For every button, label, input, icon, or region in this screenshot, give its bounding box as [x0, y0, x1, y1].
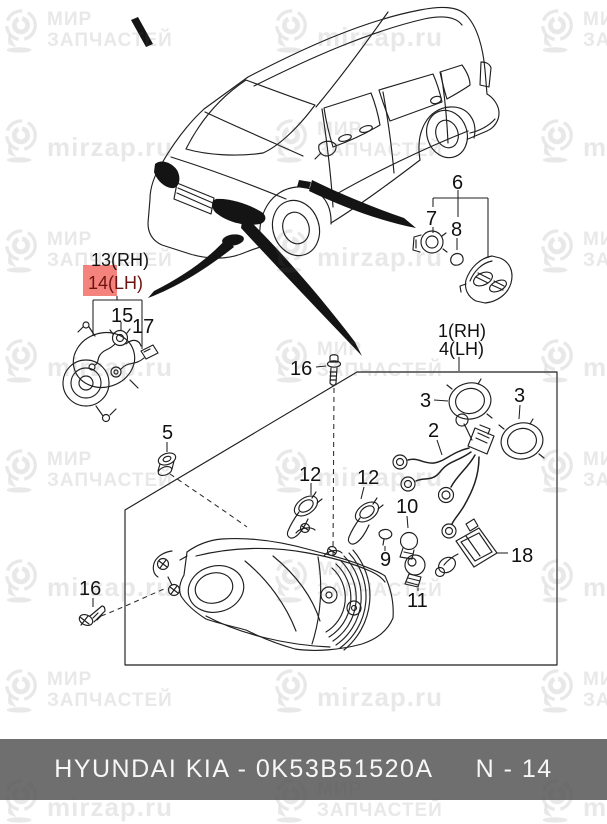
marker-bulb-drawing: [450, 252, 464, 266]
bolt-lower-drawing: [78, 605, 106, 626]
antenna-icon: [131, 17, 153, 47]
harness-drawing: [392, 413, 495, 539]
part-callout-7: 7: [426, 208, 437, 230]
bulb-11-drawing: [404, 554, 426, 588]
part-callout-12-left: 12: [299, 464, 321, 486]
part-callout-13-rh: 13(RH): [91, 250, 149, 270]
retainer-ring-left-drawing: [446, 378, 493, 420]
arrow-fog-lamp: [148, 238, 234, 298]
part-callout-3-left: 3: [420, 390, 431, 412]
part-callout-2: 2: [428, 420, 439, 442]
retainer-ring-right-drawing: [498, 418, 545, 460]
pointer-arrows: [148, 180, 416, 356]
arrow-headlamp: [241, 214, 362, 356]
fog-lamp-assembly-drawing: [62, 321, 142, 423]
bulb-10-drawing: [399, 531, 419, 560]
dashed-clip-5: [169, 473, 248, 528]
part-callout-5: 5: [162, 422, 173, 444]
part-callout-12-right: 12: [357, 467, 379, 489]
catalog-page: 13(RH) 14(LH) 15 17 5 16 16 6 7 8 1(RH) …: [0, 6, 607, 823]
part-callout-3-right: 3: [514, 385, 525, 407]
parts-diagram: 13(RH) 14(LH) 15 17 5 16 16 6 7 8 1(RH) …: [62, 6, 558, 666]
part-callout-1-rh: 1(RH): [438, 321, 486, 341]
part-callout-11: 11: [407, 590, 428, 612]
part-callout-6: 6: [452, 172, 463, 194]
marker-socket-drawing: [412, 230, 448, 254]
bolt-upper-drawing: [326, 354, 342, 386]
clip-5-drawing: [157, 452, 177, 477]
part-callout-16-lower: 16: [79, 578, 101, 600]
arrow-side-marker: [309, 180, 416, 228]
dashed-bolt-upper: [332, 387, 335, 556]
clip-9-drawing: [378, 528, 393, 546]
vehicle-illustration: [131, 6, 500, 259]
far-headlamp-highlight: [154, 161, 180, 189]
part-group-box: [124, 371, 558, 666]
part-callout-14-lh[interactable]: 14(LH): [88, 273, 143, 293]
fog-bulb-socket-drawing: [88, 328, 131, 371]
part-callout-4-lh: 4(LH): [439, 339, 484, 359]
part-callout-8: 8: [451, 219, 462, 241]
highlight-box: [83, 265, 117, 296]
near-headlamp-highlight: [212, 198, 266, 225]
footer-bar: HYUNDAI KIA - 0K53B51520A N - 14: [0, 739, 607, 800]
footer-part-number: HYUNDAI KIA - 0K53B51520A: [54, 755, 434, 783]
part-callout-15: 15: [111, 305, 133, 327]
fog-wiring-drawing: [110, 344, 159, 378]
headlamp-bulb-right-drawing: [347, 497, 384, 545]
side-marker-lamp-drawing: [459, 255, 513, 304]
part-callout-18: 18: [511, 545, 533, 567]
bracket-fog-group: [92, 296, 143, 349]
leveling-actuator-drawing: [434, 518, 498, 578]
bracket-marker-group: [432, 190, 489, 258]
part-callout-10: 10: [396, 496, 418, 518]
side-marker-highlight: [297, 180, 311, 189]
headlamp-bulb-left-drawing: [286, 491, 323, 539]
part-callout-9: 9: [380, 549, 391, 571]
part-callout-17: 17: [132, 316, 154, 338]
footer-page-ref: N - 14: [475, 755, 553, 783]
headlamp-assembly-drawing: [152, 522, 394, 651]
part-callout-16-upper: 16: [290, 358, 312, 380]
dashed-bolt-lower: [100, 588, 165, 617]
